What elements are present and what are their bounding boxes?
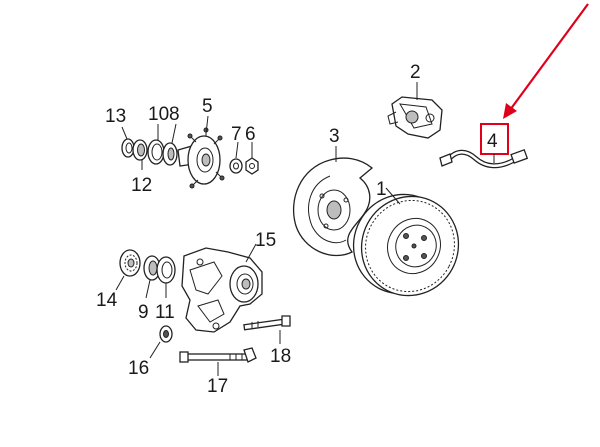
highlight-arrow <box>503 3 589 119</box>
bushing-16-part <box>159 325 173 343</box>
hub-5-part <box>177 127 225 189</box>
leader-15 <box>245 243 257 263</box>
callout-2: 2 <box>410 62 421 83</box>
brake-rotor-part <box>352 193 460 297</box>
callout-7: 7 <box>231 124 242 145</box>
bearing-12-part <box>132 139 148 161</box>
callout-6: 6 <box>245 124 256 145</box>
dust-shield-part <box>292 157 374 257</box>
bearing-10-part <box>147 139 178 166</box>
callout-8: 8 <box>169 104 180 125</box>
callout-5: 5 <box>202 96 213 117</box>
leader-13 <box>121 126 128 140</box>
seal-14-part <box>119 249 141 277</box>
leader-7 <box>235 141 239 159</box>
leader-16 <box>149 341 161 359</box>
nut-6-part <box>245 157 259 175</box>
callout-11: 11 <box>155 302 175 323</box>
bolt-17-part <box>179 347 257 363</box>
brake-hose-part <box>439 149 529 169</box>
bolt-18-part <box>243 315 291 331</box>
leader-8 <box>171 123 177 144</box>
leader-5 <box>205 115 209 135</box>
callout-18: 18 <box>270 346 291 367</box>
callout-17: 17 <box>207 376 228 397</box>
callout-9: 9 <box>138 302 149 323</box>
callout-14: 14 <box>96 290 118 311</box>
seal-13-part <box>121 138 135 158</box>
callout-15: 15 <box>255 230 276 251</box>
leader-14 <box>115 275 125 291</box>
callout-1: 1 <box>376 179 387 200</box>
callout-12: 12 <box>131 175 152 196</box>
callout-16: 16 <box>128 358 149 379</box>
nut-7-part <box>229 158 243 174</box>
caliper-part <box>387 96 443 139</box>
bearing-11-part <box>156 256 176 284</box>
callout-10: 10 <box>148 104 169 125</box>
leader-1 <box>385 187 401 205</box>
leader-9 <box>145 279 151 299</box>
callout-13: 13 <box>105 106 126 127</box>
knuckle-15-part <box>181 247 263 333</box>
callout-3: 3 <box>329 126 340 147</box>
callout-4: 4 <box>487 131 498 152</box>
